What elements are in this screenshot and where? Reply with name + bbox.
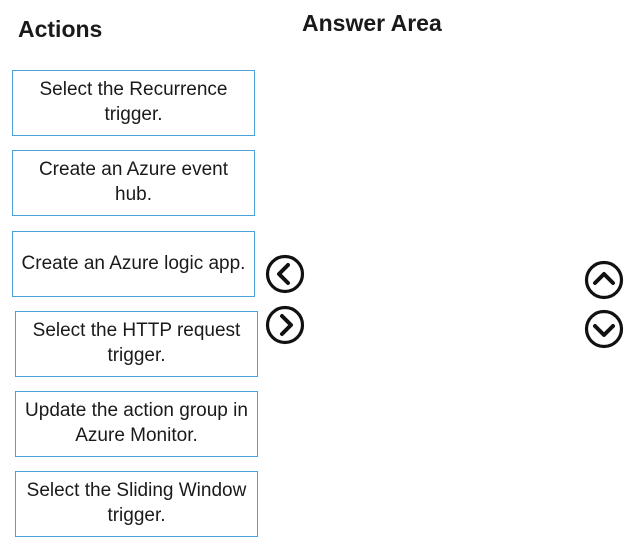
answer-area[interactable] (320, 60, 570, 540)
action-item-label: Update the action group in Azure Monitor… (25, 400, 248, 446)
action-item-create-event-hub[interactable]: Create an Azure event hub. (12, 150, 255, 216)
chevron-left-circle-icon (265, 254, 305, 294)
chevron-right-circle-icon (265, 305, 305, 345)
action-item-sliding-window-trigger[interactable]: Select the Sliding Window trigger. (15, 471, 258, 537)
action-item-label: Create an Azure event hub. (38, 159, 229, 205)
actions-heading: Actions (18, 16, 103, 42)
action-item-update-action-group[interactable]: Update the action group in Azure Monitor… (15, 391, 258, 457)
answer-area-heading: Answer Area (302, 10, 442, 36)
move-up-button[interactable] (584, 260, 624, 300)
action-item-label: Select the Recurrence trigger. (39, 79, 228, 125)
move-down-button[interactable] (584, 309, 624, 349)
chevron-up-circle-icon (584, 260, 624, 300)
action-item-http-request-trigger[interactable]: Select the HTTP request trigger. (15, 311, 258, 377)
action-item-label: Select the Sliding Window trigger. (26, 480, 247, 526)
action-item-recurrence-trigger[interactable]: Select the Recurrence trigger. (12, 70, 255, 136)
move-right-button[interactable] (265, 305, 305, 345)
action-item-label: Create an Azure logic app. (21, 252, 246, 274)
action-item-create-logic-app[interactable]: Create an Azure logic app. (12, 231, 255, 297)
move-left-button[interactable] (265, 254, 305, 294)
action-item-label: Select the HTTP request trigger. (32, 320, 241, 366)
chevron-down-circle-icon (584, 309, 624, 349)
